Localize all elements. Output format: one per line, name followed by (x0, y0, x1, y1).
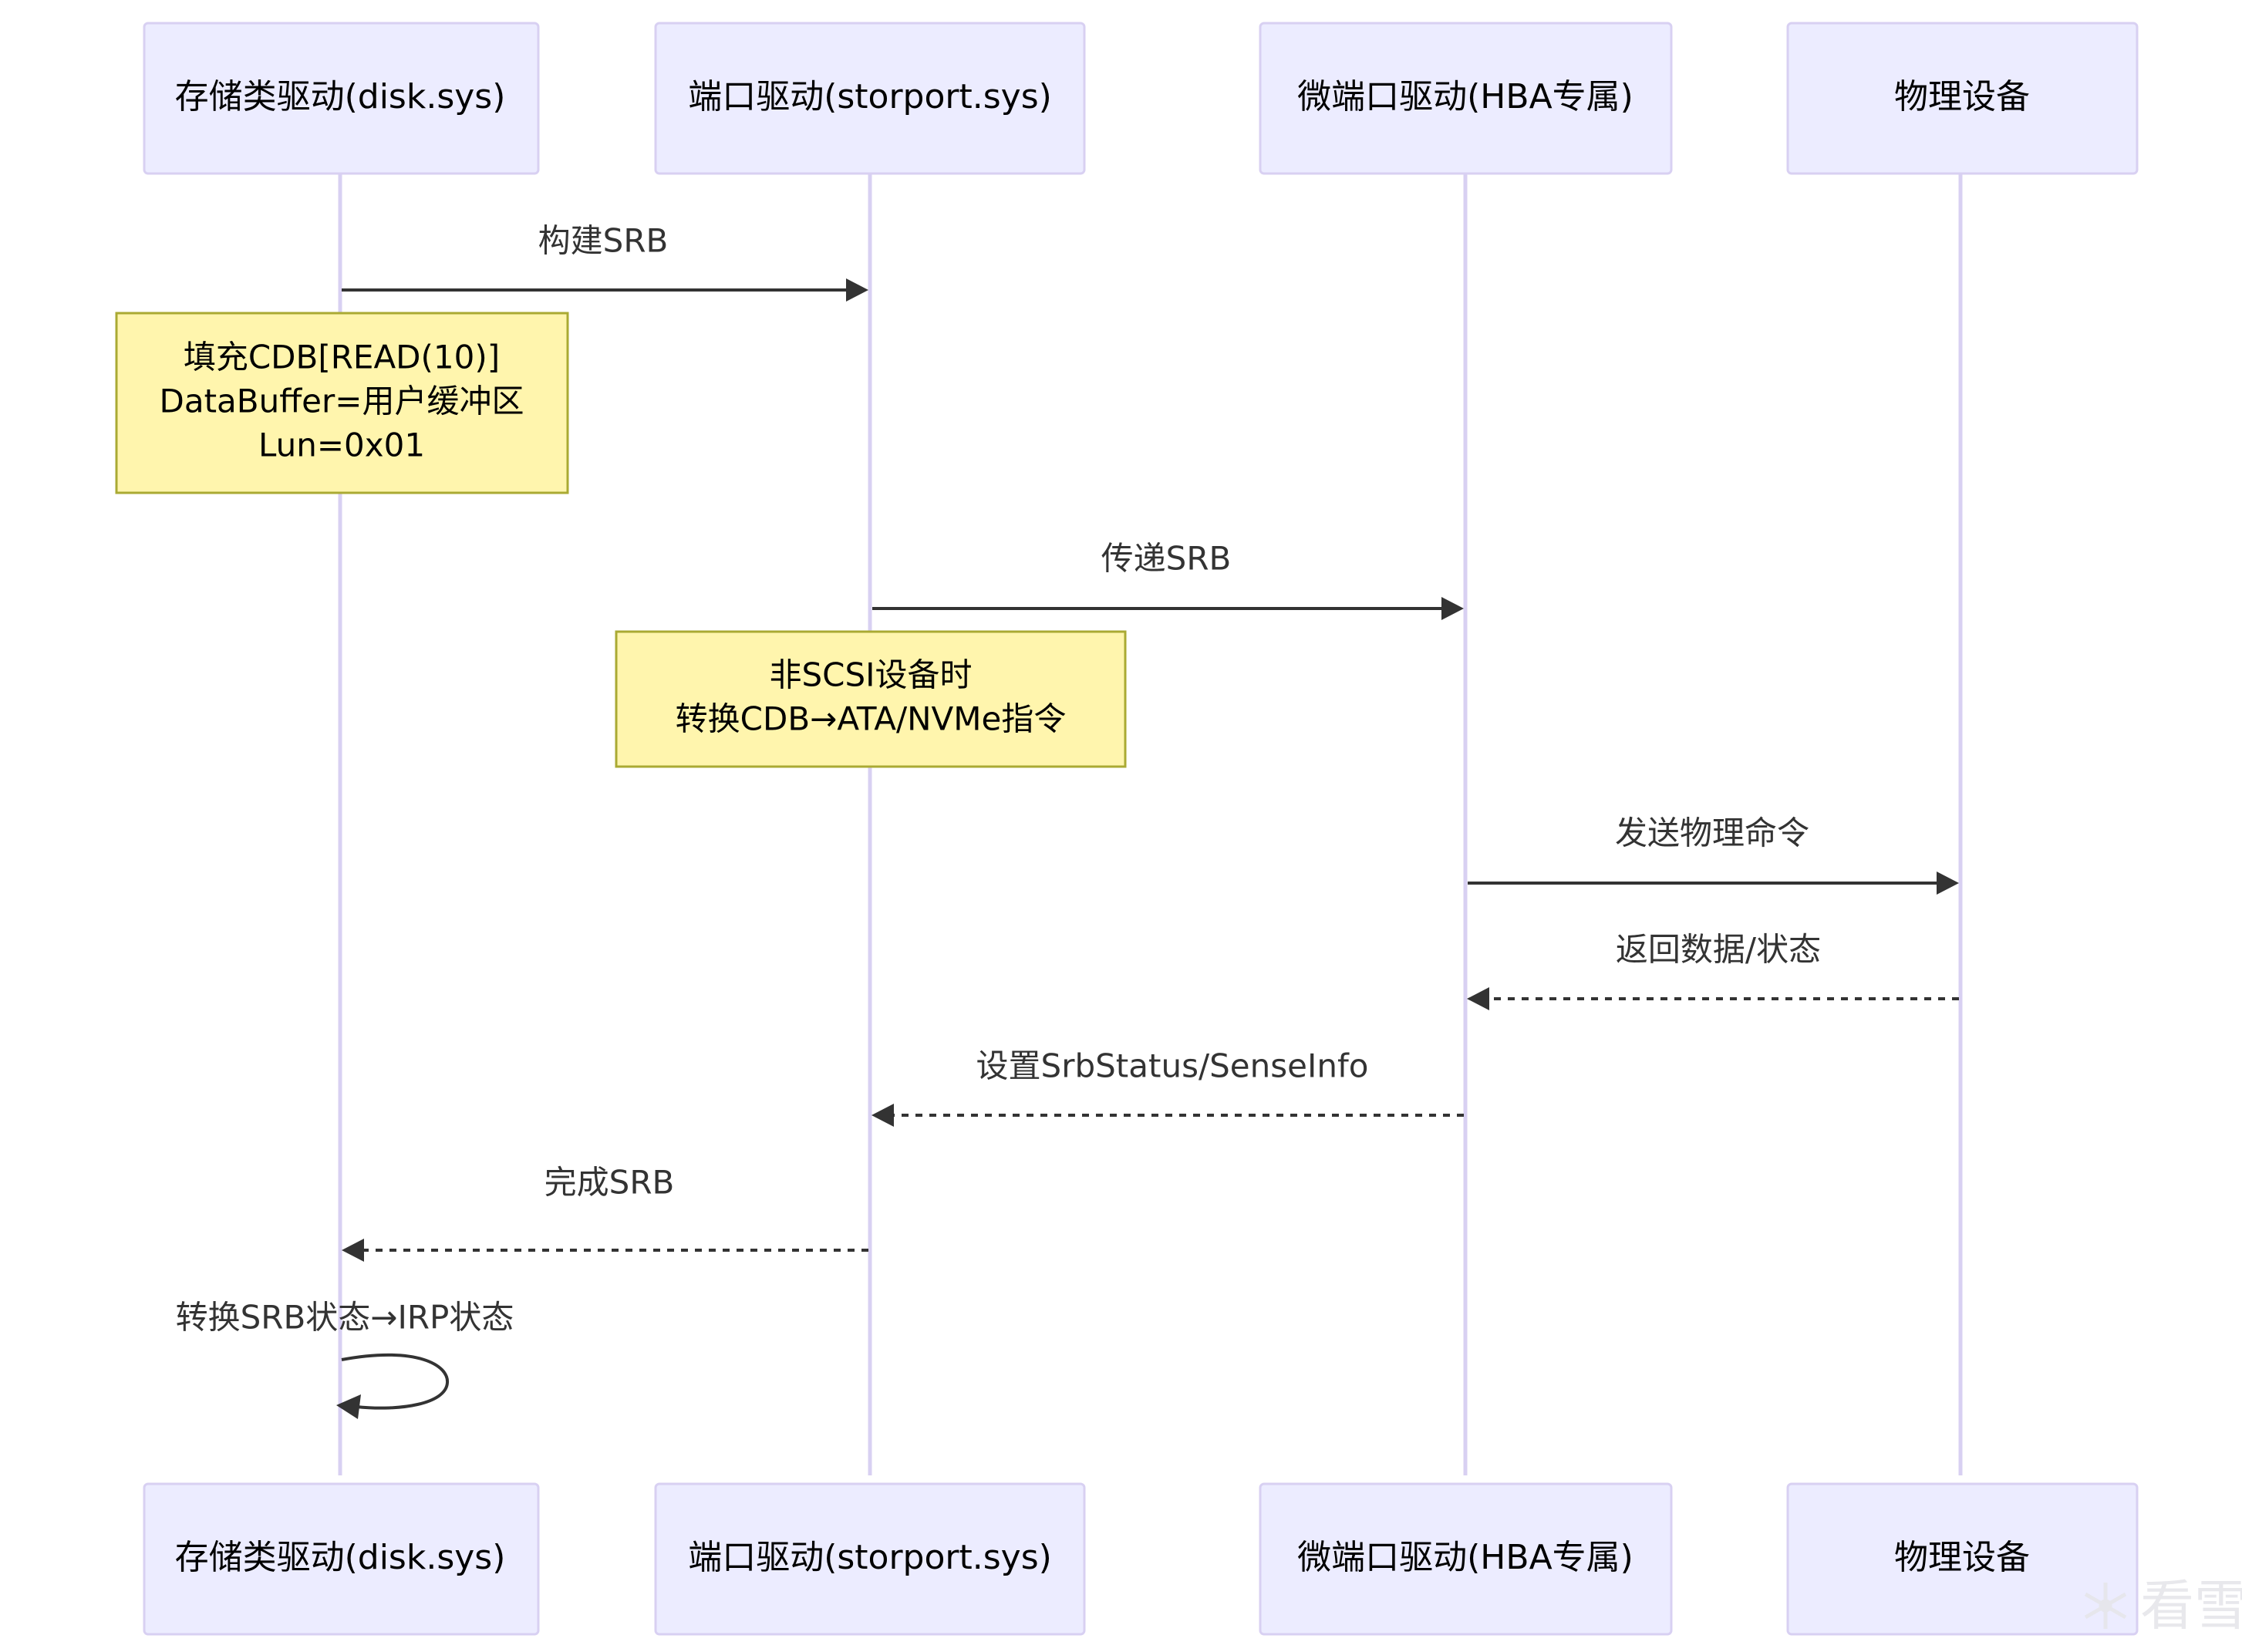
arrowhead-icon (1441, 597, 1464, 620)
message-pass-srb: 传递SRB (872, 540, 1464, 620)
actor-bottom-miniport[interactable]: 微端口驱动(HBA专属) (1259, 1482, 1673, 1636)
actor-bottom-disk[interactable]: 存储类驱动(disk.sys) (143, 1482, 540, 1636)
message-label: 返回数据/状态 (1616, 931, 1821, 969)
note-line: 转换CDB→ATA/NVMe指令 (676, 700, 1067, 738)
arrowhead-icon (342, 1239, 364, 1262)
actor-label: 微端口驱动(HBA专属) (1297, 77, 1633, 116)
actor-label: 物理设备 (1894, 77, 2030, 116)
note-line: DataBuffer=用户缓冲区 (160, 383, 524, 420)
arrowhead-icon (846, 278, 868, 302)
message-set-status: 设置SrbStatus/SenseInfo (872, 1047, 1464, 1127)
message-label: 设置SrbStatus/SenseInfo (976, 1047, 1369, 1085)
actor-bottom-storport[interactable]: 端口驱动(storport.sys) (654, 1482, 1086, 1636)
actor-top-miniport[interactable]: 微端口驱动(HBA专属) (1259, 22, 1673, 175)
note-line: 非SCSI设备时 (769, 656, 972, 694)
message-self-convert-status: 转换SRB状态→IRP状态 (176, 1299, 514, 1419)
arrowhead-icon (1937, 872, 1959, 895)
watermark-text: 看雪 (2140, 1574, 2242, 1637)
watermark: 看雪 (2084, 1574, 2242, 1637)
message-return-data: 返回数据/状态 (1467, 931, 1959, 1010)
message-build-srb: 构建SRB (342, 222, 868, 302)
actor-label: 物理设备 (1894, 1538, 2030, 1577)
message-label: 完成SRB (544, 1164, 675, 1202)
actor-label: 端口驱动(storport.sys) (688, 77, 1052, 116)
message-label: 发送物理命令 (1615, 814, 1809, 852)
message-label: 转换SRB状态→IRP状态 (176, 1299, 514, 1337)
message-complete-srb: 完成SRB (342, 1164, 868, 1262)
note-convert-cdb: 非SCSI设备时 转换CDB→ATA/NVMe指令 (615, 630, 1127, 768)
actor-label: 微端口驱动(HBA专属) (1297, 1538, 1633, 1577)
actor-top-storport[interactable]: 端口驱动(storport.sys) (654, 22, 1086, 175)
note-line: Lun=0x01 (258, 426, 425, 464)
arrowhead-icon (872, 1104, 894, 1127)
arrowhead-icon (1467, 987, 1489, 1010)
actor-label: 存储类驱动(disk.sys) (175, 77, 506, 116)
message-label: 构建SRB (538, 222, 669, 260)
actor-bottom-device[interactable]: 物理设备 (1786, 1482, 2139, 1636)
message-label: 传递SRB (1101, 540, 1232, 578)
actor-top-device[interactable]: 物理设备 (1786, 22, 2139, 175)
actor-top-disk[interactable]: 存储类驱动(disk.sys) (143, 22, 540, 175)
message-send-command: 发送物理命令 (1468, 814, 1959, 895)
snowflake-icon (2084, 1583, 2127, 1629)
actor-label: 存储类驱动(disk.sys) (175, 1538, 506, 1577)
note-line: 填充CDB[READ(10)] (184, 339, 500, 376)
note-fill-cdb: 填充CDB[READ(10)] DataBuffer=用户缓冲区 Lun=0x0… (115, 312, 569, 494)
actor-label: 端口驱动(storport.sys) (688, 1538, 1052, 1577)
arrowhead-icon (336, 1394, 361, 1419)
